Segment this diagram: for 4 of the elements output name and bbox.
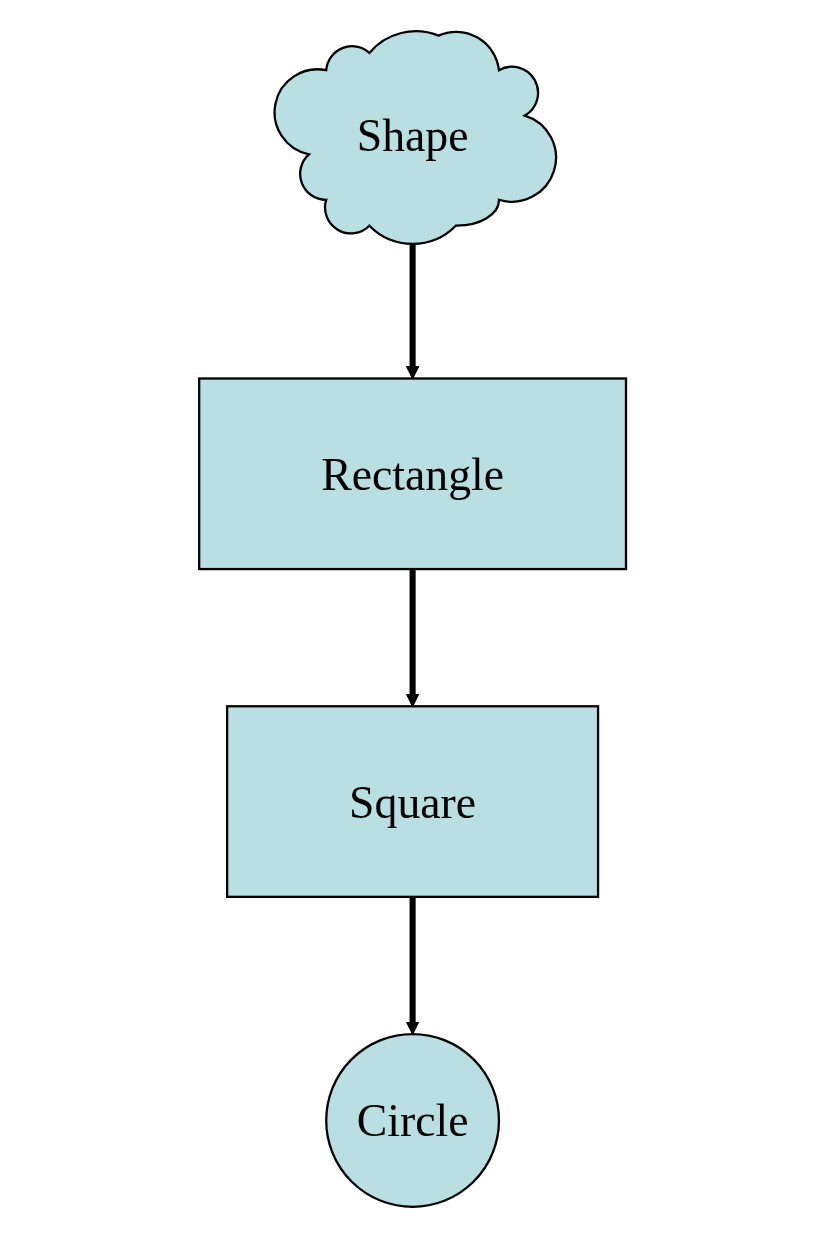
node-box: Square [226,704,600,898]
arrow [406,896,420,1035]
node-circle: Circle [325,1032,501,1208]
node-box: Rectangle [198,376,628,570]
